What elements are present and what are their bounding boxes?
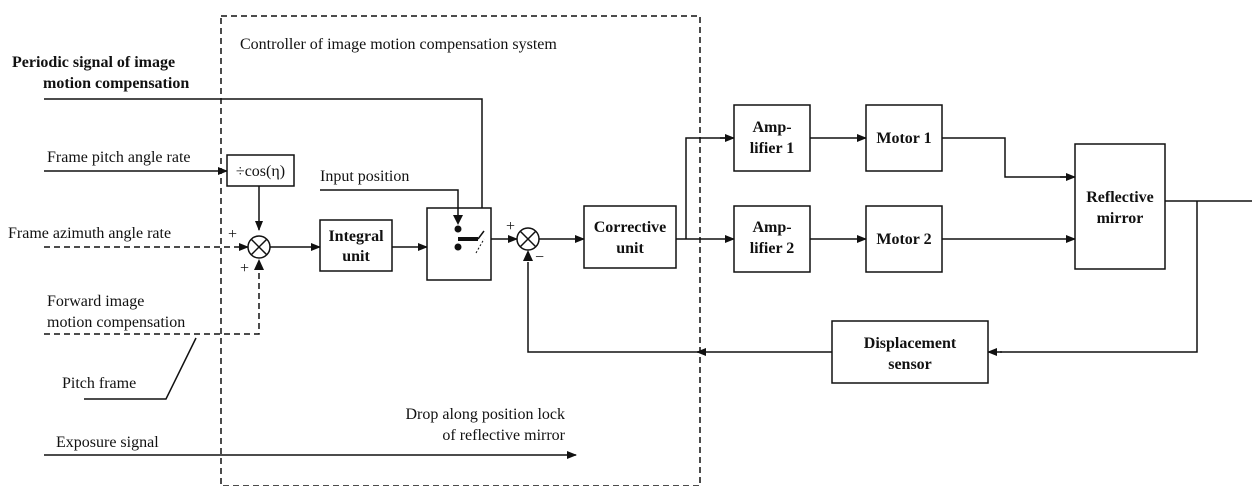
forward-imc-line [44,270,260,335]
controller-boundary [220,15,701,487]
cos-divider-label: ÷cos(η) [236,163,285,180]
motor-1-block [865,104,943,172]
amplifier-1-label-2: lifier 1 [750,140,795,157]
sum1-plus-bottom: + [240,260,249,277]
label-forward-imc-2: motion compensation [47,314,185,331]
label-azimuth-angle-rate: Frame azimuth angle rate [8,225,171,242]
summing-junction-2 [516,227,540,251]
amplifier-2-label-1: Amp- [752,219,791,236]
sum2-plus-left: + [506,218,515,235]
periodic-signal-line [44,98,483,220]
corrective-to-amp1-line [685,137,726,239]
controller-title: Controller of image motion compensation … [240,36,557,53]
drop-annotation-1: Drop along position lock [405,406,565,423]
displacement-sensor-label-1: Displacement [864,335,957,352]
reflective-mirror-label-2: mirror [1097,210,1144,227]
input-position-line [320,189,459,222]
label-pitch-angle-rate: Frame pitch angle rate [47,149,191,166]
displacement-sensor-block [831,320,989,384]
input-position-arrowhead [453,215,463,225]
sum1-plus-left: + [228,226,237,243]
forward-imc-arrowhead [254,259,264,270]
integral-unit-block [319,219,393,272]
motor-1-label: Motor 1 [876,130,931,147]
motor-2-label: Motor 2 [876,231,931,248]
label-exposure-signal: Exposure signal [56,434,159,451]
cos-divider-block [226,154,295,187]
corrective-unit-label-2: unit [616,240,644,257]
reflective-mirror-label-1: Reflective [1086,189,1154,206]
label-forward-imc-1: Forward image [47,293,144,310]
summing-junction-1 [247,235,271,259]
reflective-mirror-block [1074,143,1166,270]
motor-2-block [865,205,943,273]
integral-unit-label-2: unit [342,248,370,265]
corrective-unit-block [583,205,677,269]
sum2-minus-bottom: − [535,249,544,266]
label-periodic-signal-1: Periodic signal of image [12,54,175,71]
amplifier-2-block [733,205,811,273]
drop-annotation-2: of reflective mirror [442,427,565,444]
switch-symbol [454,225,485,254]
label-periodic-signal-2: motion compensation [43,75,189,92]
integral-unit-label-1: Integral [328,228,384,245]
label-input-position: Input position [320,168,409,185]
amplifier-2-label-2: lifier 2 [750,240,795,257]
pitch-frame-leader [84,337,197,400]
feedback-arrowhead [523,250,533,261]
displacement-sensor-label-2: sensor [888,356,932,373]
mirror-to-sensor-line [1000,201,1198,353]
corrective-unit-label-1: Corrective [594,219,667,236]
motor1-to-mirror-line [942,137,1067,178]
label-pitch-frame: Pitch frame [62,375,136,392]
amplifier-1-label-1: Amp- [752,119,791,136]
amplifier-1-block [733,104,811,172]
feedback-to-sum2-line [527,262,700,353]
